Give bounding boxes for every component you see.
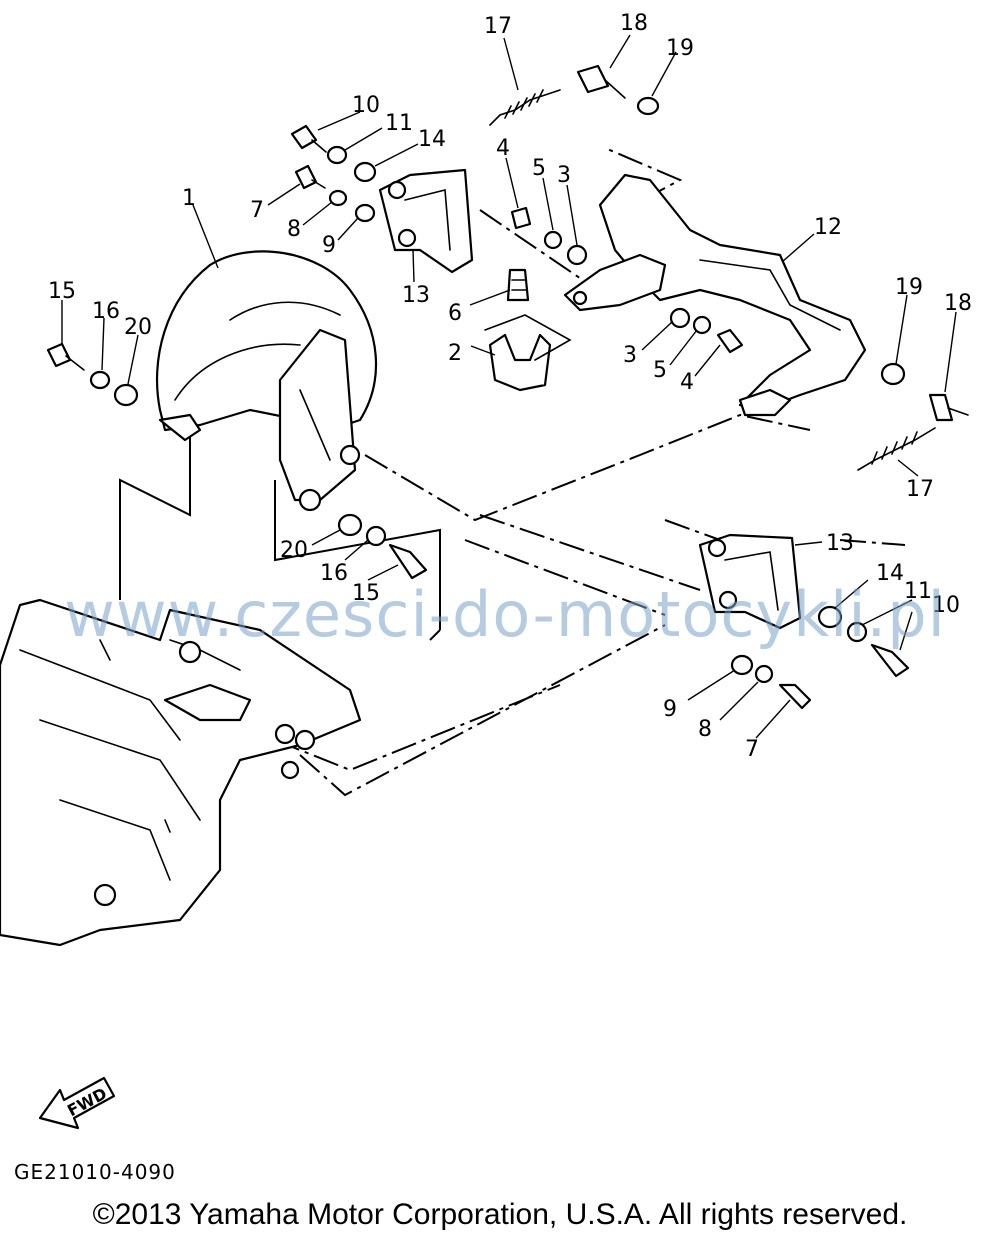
copyright-notice: ©2013 Yamaha Motor Corporation, U.S.A. A… [92,1198,908,1231]
callout-17-upper: 17 [484,14,512,39]
callout-18-upper: 18 [620,11,648,36]
grease-nipple-part [506,268,530,302]
callout-14-upper: 14 [418,127,446,152]
callout-15-lower: 15 [352,581,380,606]
callout-3-upper: 3 [557,163,571,188]
callout-13-lower: 13 [826,531,854,556]
callout-17-right: 17 [906,477,934,502]
mount-outline [119,435,441,641]
callout-10-upper: 10 [352,93,380,118]
leader-lines [61,34,957,739]
fasteners [46,64,969,710]
callout-14-lower: 14 [876,561,904,586]
callout-16-left: 16 [92,299,120,324]
callout-2: 2 [448,341,462,366]
assembly-lines [274,147,906,797]
jet-pump-housing [0,598,362,947]
callout-15-left: 15 [48,279,76,304]
steering-bracket-part [598,173,867,417]
pump-cover-part [155,250,378,512]
callout-9-upper: 9 [322,233,336,258]
center-link-part [563,253,667,312]
callout-labels: 17 18 19 10 11 14 4 5 3 7 8 9 1 13 12 15… [48,11,972,762]
diagram-code: GE21010-4090 [14,1160,176,1184]
callout-8-upper: 8 [287,217,301,242]
callout-7-lower: 7 [745,737,759,762]
callout-3-lower: 3 [623,343,637,368]
callout-10-lower: 10 [932,593,960,618]
callout-9-lower: 9 [663,697,677,722]
callout-5-lower: 5 [653,358,667,383]
bracket-plate-upper [378,168,474,274]
callout-18-right: 18 [944,291,972,316]
callout-7-upper: 7 [250,198,264,223]
callout-4-lower: 4 [680,370,694,395]
callout-8-lower: 8 [698,717,712,742]
fwd-arrow-icon: FWD [38,1076,116,1130]
callout-4-upper: 4 [496,136,510,161]
callout-19-upper: 19 [666,36,694,61]
callout-13-upper: 13 [402,283,430,308]
bracket-plate-lower [698,533,802,630]
callout-11-upper: 11 [385,111,413,136]
hinge-bracket-part [484,314,572,392]
callout-5-upper: 5 [532,156,546,181]
callout-16-lower: 16 [320,561,348,586]
callout-11-lower: 11 [904,579,932,604]
callout-1: 1 [182,186,196,211]
callout-20-lower: 20 [280,538,308,563]
callout-6: 6 [448,301,462,326]
callout-20-left: 20 [124,315,152,340]
callout-12: 12 [814,215,842,240]
callout-19-right: 19 [895,275,923,300]
